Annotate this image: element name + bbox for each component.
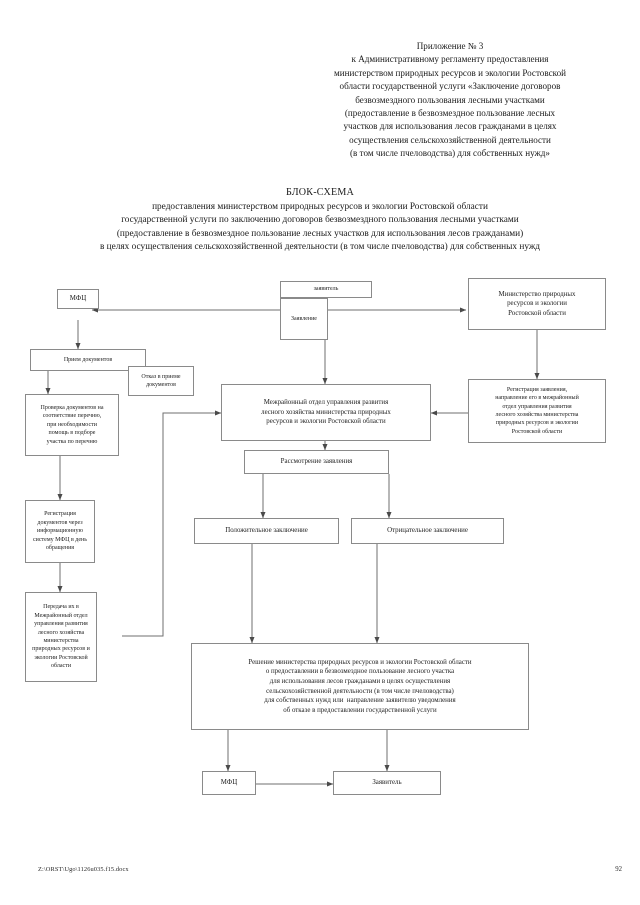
node-interdistrict-label: Межрайонный отдел управления развития ле… [261,399,391,426]
title-line-3: (предоставление в безвозмездное пользова… [116,228,524,239]
node-registration-application-label: Регистрация заявления, направление его в… [495,386,579,435]
appendix-line-8: осуществления сельскохозяйственной деяте… [349,134,551,145]
node-application-label: Заявление [291,315,317,322]
footer-file-path: Z:\ORST\Ugo\1126u035.f15.docx [38,866,129,873]
node-applicant-top[interactable]: заявитель [280,281,372,298]
appendix-line-5: безвозмездного пользования лесными участ… [355,94,545,105]
appendix-line-3: министерством природных ресурсов и эколо… [333,67,567,78]
node-check-docs-label: Проверка документов на соответствие пере… [40,404,104,445]
node-ministry[interactable]: Министерство природных ресурсов и эколог… [468,278,606,330]
node-check-docs[interactable]: Проверка документов на соответствие пере… [25,394,119,456]
node-applicant-bottom[interactable]: Заявитель [333,771,441,795]
page-title: БЛОК-СХЕМА [286,187,354,198]
node-mfc-bottom[interactable]: МФЦ [202,771,256,795]
title-line-1: предоставления министерством природных р… [152,201,488,212]
node-refusal-accept-label: Отказ в приеме документов [141,373,181,388]
node-decision-label: Решение министерства природных ресурсов … [248,658,472,714]
node-mfc-top-label: МФЦ [69,295,87,303]
node-registration-application[interactable]: Регистрация заявления, направление его в… [468,379,606,443]
appendix-line-6: (предоставление в безвозмездное пользова… [344,108,556,119]
appendix-line-1: Приложение № 3 [416,41,484,51]
node-decision[interactable]: Решение министерства природных ресурсов … [191,643,529,730]
node-interdistrict[interactable]: Межрайонный отдел управления развития ле… [221,384,431,441]
node-transfer[interactable]: Передача их в Межрайонный отдел управлен… [25,592,97,682]
appendix-line-2: к Административному регламенту предостав… [351,54,549,65]
node-mfc-bottom-label: МФЦ [220,779,238,787]
node-refusal-accept[interactable]: Отказ в приеме документов [128,366,194,396]
appendix-line-9: (в том числе пчеловодства) для собственн… [350,148,550,159]
appendix-line-7: участков для использования лесов граждан… [343,121,557,132]
node-ministry-label: Министерство природных ресурсов и эколог… [498,290,576,317]
footer-page-number: 92 [615,866,622,873]
node-negative-conclusion-label: Отрицательное заключение [387,527,468,535]
appendix-header: Приложение № 3 к Административному регла… [300,40,600,161]
title-line-2: государственной услуги по заключению дог… [121,215,519,226]
appendix-line-4: области государственной услуги «Заключен… [339,81,561,92]
node-positive-conclusion-label: Положительное заключение [225,527,308,535]
node-positive-conclusion[interactable]: Положительное заключение [194,518,339,544]
node-review[interactable]: Рассмотрение заявления [244,450,389,474]
node-review-label: Рассмотрение заявления [280,458,353,466]
node-accept-docs[interactable]: Прием документов [30,349,146,371]
node-negative-conclusion[interactable]: Отрицательное заключение [351,518,504,544]
node-register-mfc[interactable]: Регистрация документов через информацион… [25,500,95,563]
title-line-4: в целях осуществления сельскохозяйственн… [99,242,541,253]
node-application[interactable]: Заявление [280,298,328,340]
document-title-block: БЛОК-СХЕМА предоставления министерством … [22,186,618,255]
node-mfc-top[interactable]: МФЦ [57,289,99,309]
node-applicant-bottom-label: Заявитель [372,779,402,787]
node-transfer-label: Передача их в Межрайонный отдел управлен… [32,604,90,670]
node-register-mfc-label: Регистрация документов через информацион… [33,511,87,552]
node-applicant-top-label: заявитель [313,286,339,293]
node-accept-docs-label: Прием документов [63,356,113,363]
